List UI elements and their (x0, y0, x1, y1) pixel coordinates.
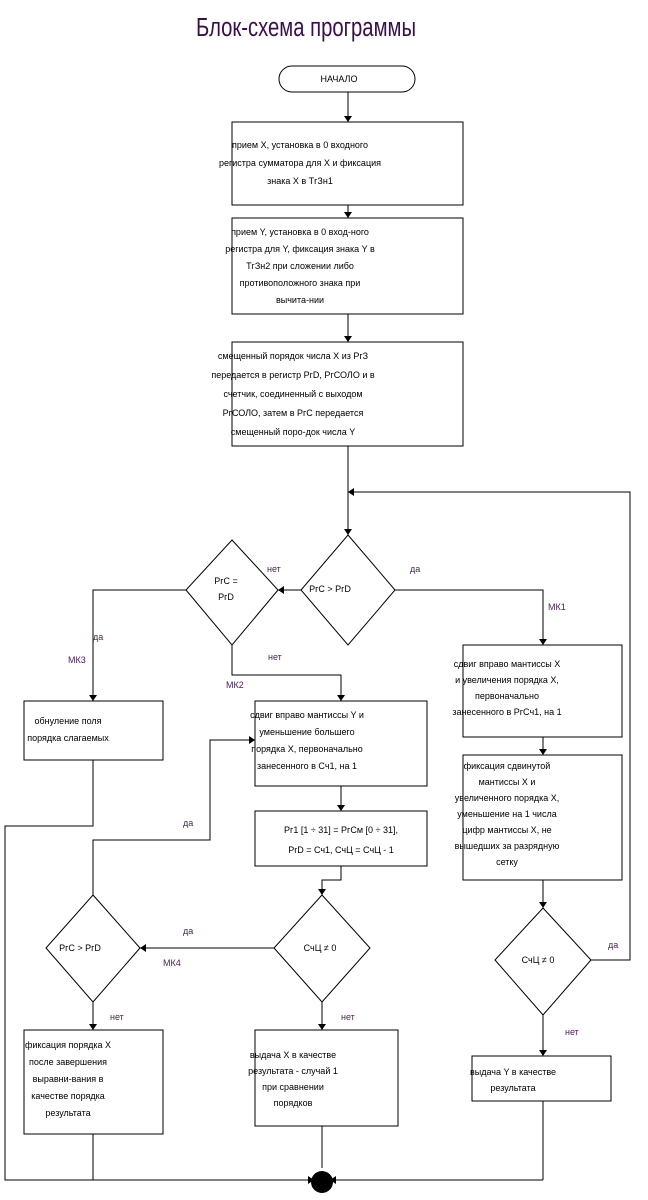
text-line: прием Y, установка в 0 вход-ного (231, 227, 369, 237)
connectors (4, 92, 631, 1181)
text-line: выравни-вания в (33, 1074, 104, 1084)
text-line: регистра для Y, фиксация знака Y в (225, 244, 375, 254)
block-shift-order (231, 341, 464, 447)
block-shift-mantissa-y-text: сдвиг вправо мантиссы Y и уменьшение боль… (250, 710, 364, 771)
block-register-assign-text: Рг1 [1 ÷ 31] = РгСм [0 ÷ 31], PrD = Сч1, … (284, 825, 398, 855)
text-line: РгС > РгD (59, 943, 101, 953)
block-shift-mantissa-x-text: сдвиг вправо мантиссы X и увеличения поря… (452, 659, 561, 717)
text-line: и увеличения порядка X, (455, 675, 559, 685)
text-line: противоположного знака при (240, 278, 361, 288)
text-line: обнуление поля (35, 716, 102, 726)
text-line: уменьшение большего (259, 727, 354, 737)
decision-rgc-gt-rgd-second-text: РгС > РгD (59, 943, 101, 953)
text-line: мантиссы X и (479, 777, 536, 787)
text-line: Рг1 [1 ÷ 31] = РгСм [0 ÷ 31], (284, 825, 398, 835)
text-line: результата (45, 1108, 90, 1118)
text-line: выдача X в качестве (250, 1050, 336, 1060)
block-clear-order (23, 700, 164, 761)
block-output-y (471, 1055, 612, 1102)
end-node (311, 1171, 333, 1193)
text-line: СчЦ ≠ 0 (522, 955, 555, 965)
label-yes-d1: да (410, 564, 420, 574)
text-line: сдвиг вправо мантиссы Y и (250, 710, 364, 720)
text-line: РгС = (214, 576, 238, 586)
text-line: фиксация порядка X (25, 1040, 111, 1050)
label-no-d4: нет (341, 1012, 355, 1022)
text-line: после завершения (29, 1057, 107, 1067)
label-mk2: МК2 (226, 680, 244, 690)
text-line: порядков (274, 1098, 313, 1108)
block-register-assign (254, 810, 428, 867)
text-line: фиксация сдвинутой (464, 761, 551, 771)
decision-counter-nonzero-right-text: СчЦ ≠ 0 (522, 955, 555, 965)
block-shift-order-text: смещенный порядок числа X из РгЗ передает… (211, 351, 374, 437)
text-line: вычита-нии (276, 295, 324, 305)
text-line: РгD (218, 592, 234, 602)
label-no-d2: нет (268, 652, 282, 662)
label-yes-d3-loop: да (183, 818, 193, 828)
decision-rgc-gt-rgd-text: РгС > РгD (309, 584, 351, 594)
text-line: PrD = Сч1, СчЦ = СчЦ - 1 (288, 845, 394, 855)
text-line: увеличенного порядка X, (455, 793, 559, 803)
text-line: результата - случай 1 (248, 1066, 338, 1076)
label-no-d1: нет (267, 564, 281, 574)
label-yes-d5: да (608, 940, 618, 950)
block-output-y-text: выдача Y в качестве результата (470, 1067, 556, 1093)
text-line: выдача Y в качестве (470, 1067, 556, 1077)
text-line: сетку (496, 857, 518, 867)
label-no-d5: нет (565, 1027, 579, 1037)
text-line: занесенного в Сч1, на 1 (257, 761, 357, 771)
text-line: качестве порядка (31, 1091, 105, 1101)
label-mk4: МК4 (163, 958, 181, 968)
block-fix-order-x-text: фиксация порядка X после завершения выравн… (25, 1040, 111, 1118)
text-line: ТгЗн2 при сложении либо (246, 261, 354, 271)
text-line: первоначально (475, 691, 539, 701)
block-fix-mantissa-x-text: фиксация сдвинутой мантиссы X и увеличенно… (455, 761, 560, 867)
text-line: регистра сумматора для X и фиксация (219, 158, 381, 168)
block-receive-y-text: прием Y, установка в 0 вход-ного регистра… (225, 227, 375, 305)
text-line: при сравнении (262, 1082, 324, 1092)
text-line: порядка слагаемых (27, 733, 109, 743)
block-receive-x-text: прием X, установка в 0 входного регистра … (219, 140, 381, 186)
block-fix-order-x (23, 1029, 164, 1135)
arrowheads (89, 116, 547, 1184)
text-line: уменьшение на 1 числа (457, 809, 556, 819)
text-line: счетчик, соединенный с выходом (223, 389, 362, 399)
text-line: передается в регистр РгD, РгСОЛО и в (211, 370, 374, 380)
decision-rgc-eq-rgd-text: РгС = РгD (214, 576, 238, 602)
label-mk1: МК1 (548, 602, 566, 612)
text-line: РгСОЛО, затем в РгС передается (223, 408, 364, 418)
text-line: занесенного в РгСч1, на 1 (452, 707, 561, 717)
text-line: прием X, установка в 0 входного (232, 140, 368, 150)
block-shift-mantissa-y (254, 700, 428, 787)
label-no-d3: нет (110, 1012, 124, 1022)
text-line: СчЦ ≠ 0 (304, 943, 337, 953)
decision-rgc-gt-rgd (300, 534, 396, 646)
block-receive-x (231, 121, 464, 206)
text-line: смещенный порядок числа X из РгЗ (218, 351, 368, 361)
text-line: РгС > РгD (309, 584, 351, 594)
block-output-x-text: выдача X в качестве результата - случай 1… (248, 1050, 338, 1108)
text-line: смещенный поро-док числа Y (231, 427, 356, 437)
label-mk3: МК3 (68, 655, 86, 665)
text-line: вышедших за разрядную (455, 841, 560, 851)
text-line: сдвиг вправо мантиссы X (454, 659, 560, 669)
label-yes-d2: да (93, 632, 103, 642)
start-label: НАЧАЛО (321, 74, 358, 84)
text-line: результата (490, 1083, 535, 1093)
diagram-title: Блок-схема программы (196, 13, 416, 42)
start-terminal (278, 65, 416, 93)
text-line: знака X в ТгЗн1 (267, 176, 333, 186)
block-output-x (254, 1029, 399, 1127)
text-line: цифр мантиссы X, не (462, 825, 551, 835)
block-clear-order-text: обнуление поля порядка слагаемых (27, 716, 109, 743)
decision-counter-nonzero-left-text: СчЦ ≠ 0 (304, 943, 337, 953)
label-yes-d4: да (183, 926, 193, 936)
text-line: порядка X, первоначально (251, 744, 363, 754)
